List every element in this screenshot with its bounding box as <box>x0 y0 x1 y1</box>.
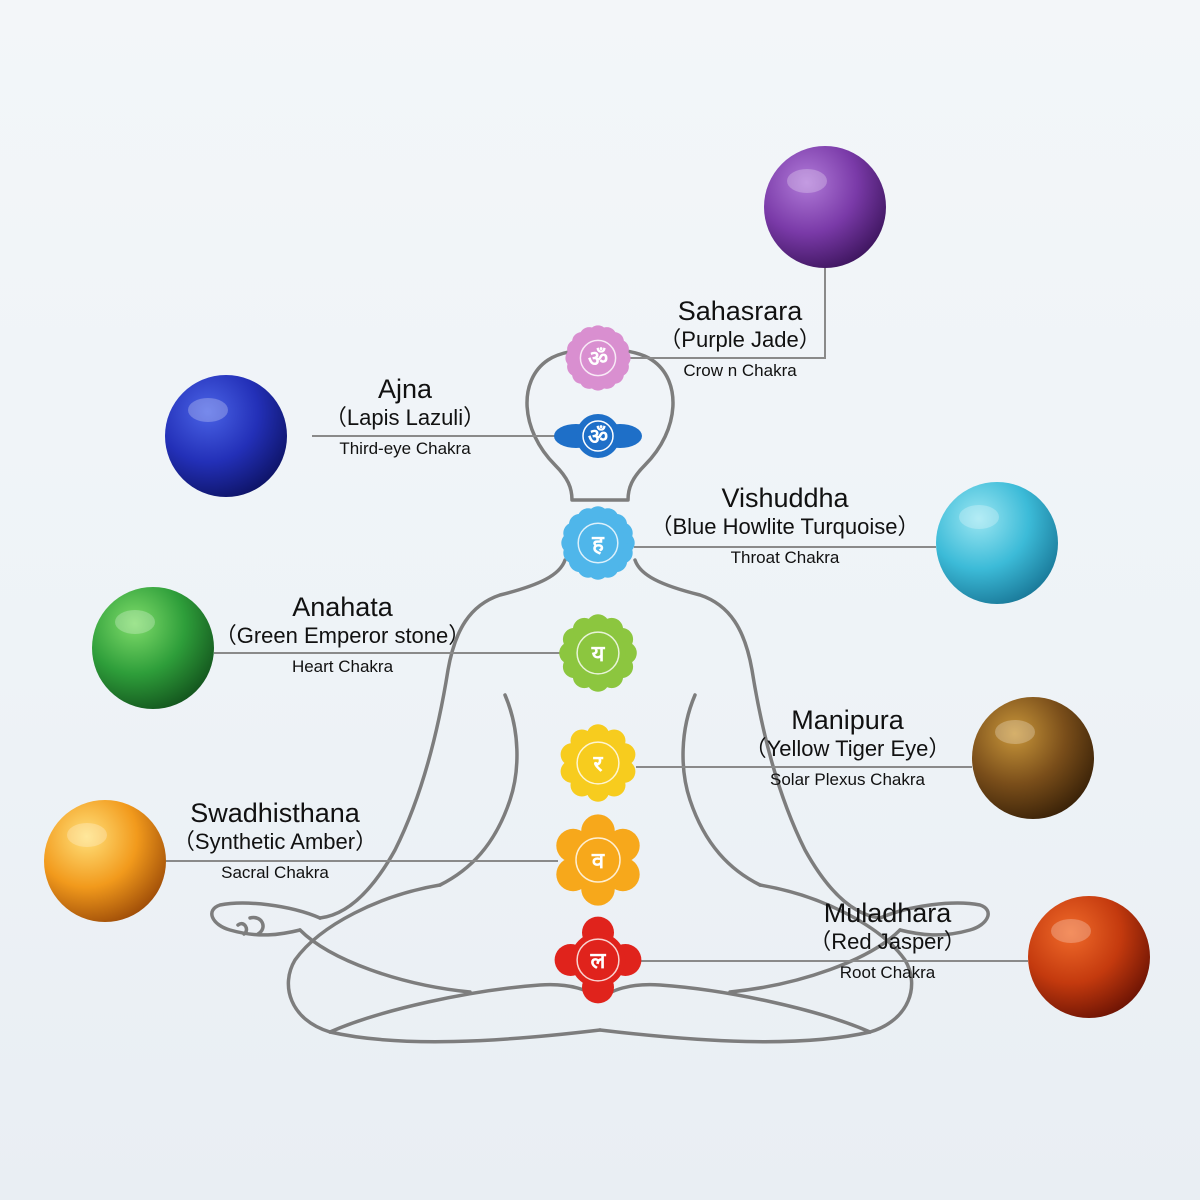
chakra-symbol-ajna: ॐ <box>554 414 642 458</box>
label-manipura: Manipura （Yellow Tiger Eye） Solar Plexus… <box>720 705 975 793</box>
svg-text:ह: ह <box>591 532 605 557</box>
stone-sphere-ajna <box>165 375 287 497</box>
stone-name: （Lapis Lazuli） <box>324 405 486 430</box>
label-ajna: Ajna （Lapis Lazuli） Third-eye Chakra <box>300 374 510 462</box>
chakra-name: Swadhisthana <box>190 798 360 828</box>
chakra-name: Manipura <box>791 705 904 735</box>
svg-text:र: र <box>593 752 604 777</box>
chakra-name: Vishuddha <box>721 483 849 513</box>
chakra-type: Throat Chakra <box>730 548 840 567</box>
svg-text:व: व <box>591 849 605 874</box>
chakra-type: Crow n Chakra <box>683 361 797 380</box>
chakra-type: Solar Plexus Chakra <box>770 770 925 789</box>
stone-sphere-sahasrara <box>764 146 886 268</box>
label-swadhisthana: Swadhisthana （Synthetic Amber） Sacral Ch… <box>160 798 390 886</box>
chakra-type: Third-eye Chakra <box>339 439 471 458</box>
svg-text:य: य <box>591 642 606 667</box>
svg-text:ॐ: ॐ <box>588 347 608 372</box>
stone-name: （Green Emperor stone） <box>214 623 471 648</box>
chakra-name: Anahata <box>292 592 393 622</box>
chakra-name: Sahasrara <box>677 296 803 326</box>
chakra-type: Root Chakra <box>839 963 936 982</box>
label-vishuddha: Vishuddha （Blue Howlite Turquoise） Throa… <box>640 483 930 571</box>
label-anahata: Anahata （Green Emperor stone） Heart Chak… <box>210 592 475 680</box>
chakra-symbol-swadhisthana: व <box>556 814 640 906</box>
svg-text:ॐ: ॐ <box>588 425 608 450</box>
chakra-symbol-sahasrara: ॐ <box>565 325 631 391</box>
stone-name: （Purple Jade） <box>659 327 821 352</box>
chakra-symbol-muladhara: ल <box>554 916 642 1004</box>
stone-sphere-manipura <box>972 697 1094 819</box>
stone-sphere-swadhisthana <box>44 800 166 922</box>
stone-sphere-vishuddha <box>936 482 1058 604</box>
label-muladhara: Muladhara （Red Jasper） Root Chakra <box>795 898 980 986</box>
chakra-symbol-anahata: य <box>559 614 637 692</box>
stone-name: （Red Jasper） <box>809 929 966 954</box>
connector-line-sahasrara <box>630 268 826 359</box>
stone-name: （Synthetic Amber） <box>172 829 378 854</box>
chakra-name: Muladhara <box>823 898 952 928</box>
chakra-type: Sacral Chakra <box>221 863 329 882</box>
stone-sphere-anahata <box>92 587 214 709</box>
chakra-name: Ajna <box>377 374 433 404</box>
label-sahasrara: Sahasrara （Purple Jade） Crow n Chakra <box>620 296 860 384</box>
svg-text:ल: ल <box>590 949 607 974</box>
stone-name: （Yellow Tiger Eye） <box>744 736 951 761</box>
chakra-symbol-manipura: र <box>560 724 636 802</box>
chakra-type: Heart Chakra <box>291 657 394 676</box>
stone-sphere-muladhara <box>1028 896 1150 1018</box>
chakra-symbol-vishuddha: ह <box>561 506 635 580</box>
meditating-figure-outline <box>210 347 990 1044</box>
stone-name: （Blue Howlite Turquoise） <box>650 514 920 539</box>
